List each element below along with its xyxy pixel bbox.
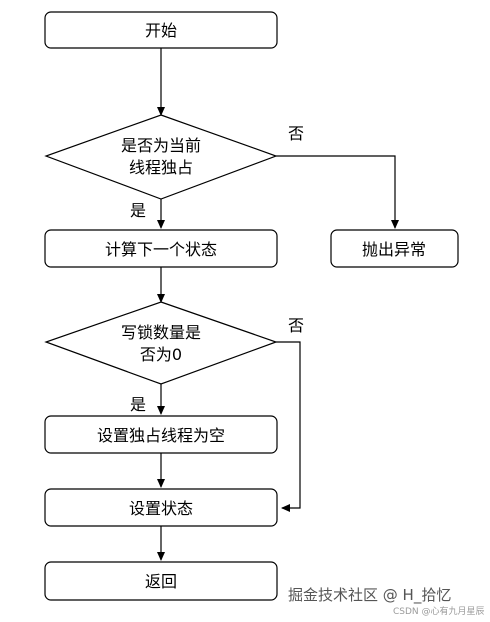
watermark-main: 掘金技术社区 @ H_拾忆 bbox=[288, 586, 451, 605]
node-set-exclusive-empty-label: 设置独占线程为空 bbox=[97, 426, 225, 445]
node-return: 返回 bbox=[44, 561, 278, 601]
node-compute-next-state-label: 计算下一个状态 bbox=[105, 240, 217, 259]
node-return-label: 返回 bbox=[145, 572, 177, 591]
node-throw-exception: 抛出异常 bbox=[330, 229, 459, 268]
node-throw-exception-label: 抛出异常 bbox=[362, 240, 426, 259]
edge-label-yes-1: 是 bbox=[130, 201, 146, 220]
node-start-label: 开始 bbox=[145, 21, 177, 40]
edge-label-no-1: 否 bbox=[288, 124, 304, 143]
decision-write-lock-zero-line2: 否为0 bbox=[140, 345, 182, 364]
edge-label-yes-2: 是 bbox=[130, 395, 146, 414]
node-set-state-label: 设置状态 bbox=[129, 499, 193, 518]
node-start: 开始 bbox=[44, 11, 278, 49]
decision-write-lock-zero-line1: 写锁数量是 bbox=[121, 323, 201, 342]
edge-decision2-no bbox=[276, 341, 301, 512]
node-compute-next-state: 计算下一个状态 bbox=[44, 229, 278, 268]
edge-decision1-no bbox=[276, 155, 399, 229]
node-set-exclusive-empty: 设置独占线程为空 bbox=[44, 415, 278, 454]
watermark-sub: CSDN @心有九月星辰 bbox=[393, 605, 485, 617]
decision-write-lock-zero: 写锁数量是 否为0 bbox=[44, 301, 278, 385]
decision-is-current-thread-line1: 是否为当前 bbox=[121, 136, 201, 155]
decision-is-current-thread-line2: 线程独占 bbox=[129, 158, 193, 177]
edge-label-no-2: 否 bbox=[288, 316, 304, 335]
node-set-state: 设置状态 bbox=[44, 488, 278, 527]
decision-is-current-thread: 是否为当前 线程独占 bbox=[44, 114, 278, 200]
